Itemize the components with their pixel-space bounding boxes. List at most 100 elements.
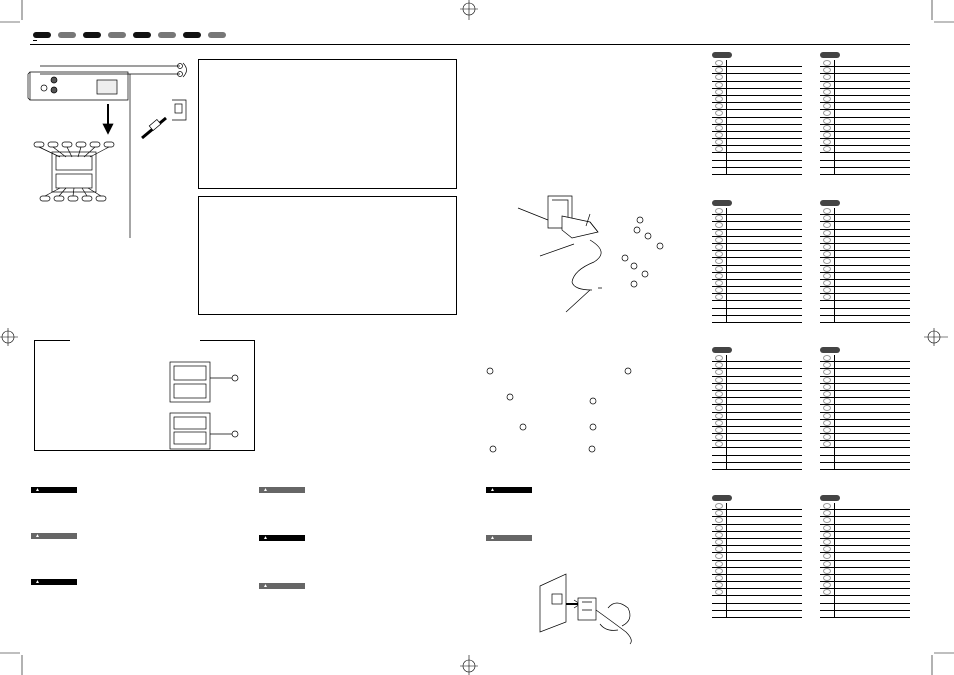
table-row <box>712 509 802 518</box>
table-row <box>712 265 802 273</box>
table-row <box>712 300 802 309</box>
language-tab[interactable] <box>158 32 176 38</box>
table-row <box>712 131 802 140</box>
table-row <box>820 412 910 420</box>
table-row <box>820 208 910 216</box>
table-row <box>820 426 910 435</box>
language-tab[interactable] <box>33 32 51 38</box>
table-row <box>712 397 802 406</box>
table-row <box>820 538 910 547</box>
table-row <box>820 300 910 309</box>
table-row <box>712 208 802 216</box>
table-row <box>712 109 802 118</box>
table-row <box>712 462 802 471</box>
table-row <box>712 250 802 259</box>
language-tab[interactable] <box>183 32 201 38</box>
table-row <box>712 560 802 568</box>
table-row <box>820 66 910 75</box>
text-box-installation-notes <box>198 196 457 315</box>
table-row <box>712 503 802 511</box>
caution-label: ▲ <box>486 535 532 541</box>
table-row <box>820 404 910 413</box>
table-row <box>712 229 802 237</box>
table-row <box>712 117 802 125</box>
table-header-badge <box>820 495 840 501</box>
table-row <box>820 455 910 463</box>
table-row <box>712 524 802 532</box>
warning-label: ▲ <box>31 487 77 493</box>
warning-label: ▲ <box>31 579 77 585</box>
table-row <box>712 603 802 611</box>
language-tab[interactable] <box>108 32 126 38</box>
table-row <box>712 433 802 442</box>
table-row <box>712 124 802 132</box>
table-row <box>820 257 910 266</box>
table-row <box>820 419 910 427</box>
table-row <box>820 376 910 384</box>
header-rule <box>30 44 910 45</box>
table-row <box>820 503 910 511</box>
language-tab[interactable] <box>208 32 226 38</box>
warning-triangle-icon: ▲ <box>263 583 268 589</box>
table-row <box>712 376 802 384</box>
language-tab[interactable] <box>83 32 101 38</box>
table-row <box>820 236 910 244</box>
table-row <box>712 66 802 75</box>
table-row <box>820 531 910 539</box>
table-header-badge <box>712 200 732 206</box>
table-header-badge <box>712 347 732 353</box>
table-row <box>820 265 910 273</box>
iso-adapter-box <box>34 340 255 451</box>
table-row <box>712 419 802 427</box>
warning-triangle-icon: ▲ <box>35 533 40 539</box>
table-row <box>820 524 910 532</box>
table-row <box>712 88 802 96</box>
table-row <box>712 610 802 619</box>
warning-triangle-icon: ▲ <box>35 487 40 493</box>
table-row <box>712 552 802 561</box>
language-tab[interactable] <box>58 32 76 38</box>
table-row <box>712 214 802 223</box>
table-row <box>820 272 910 280</box>
warning-label: ▲ <box>486 487 532 493</box>
table-row <box>820 588 910 597</box>
table-row <box>820 595 910 604</box>
pin-table <box>712 347 802 471</box>
pin-table <box>820 200 910 324</box>
pin-table <box>712 52 802 176</box>
table-row <box>820 293 910 302</box>
table-row <box>820 109 910 118</box>
table-row <box>712 73 802 82</box>
table-row <box>712 355 802 363</box>
table-row <box>820 610 910 619</box>
table-row <box>820 315 910 324</box>
table-row <box>712 581 802 590</box>
table-row <box>820 574 910 583</box>
table-row <box>820 390 910 399</box>
table-row <box>820 117 910 125</box>
table-row <box>820 145 910 154</box>
table-row <box>712 315 802 324</box>
table-row <box>820 361 910 370</box>
table-row <box>712 243 802 252</box>
table-row <box>820 447 910 456</box>
table-row <box>712 426 802 435</box>
table-header-badge <box>712 52 732 58</box>
table-row <box>712 272 802 280</box>
pin-table <box>712 495 802 619</box>
table-row <box>820 286 910 295</box>
table-row <box>712 383 802 391</box>
table-row <box>820 433 910 442</box>
table-row <box>712 404 802 413</box>
table-row <box>712 516 802 525</box>
language-tab[interactable] <box>133 32 151 38</box>
table-row <box>712 574 802 583</box>
table-row <box>820 560 910 568</box>
table-row <box>712 152 802 161</box>
table-row <box>712 81 802 89</box>
table-row <box>712 368 802 377</box>
table-row <box>820 368 910 377</box>
table-row <box>712 447 802 456</box>
